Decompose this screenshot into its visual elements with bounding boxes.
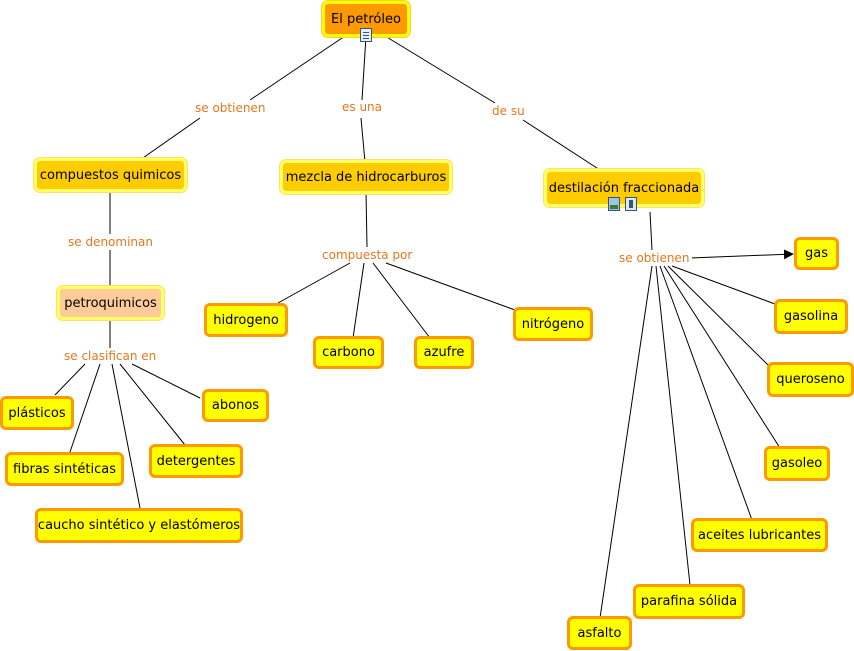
concept-label: hidrogeno: [213, 312, 279, 328]
image-icon[interactable]: [608, 197, 620, 211]
concept-detergentes[interactable]: detergentes: [149, 444, 243, 478]
concept-nitrogeno[interactable]: nitrógeno: [513, 307, 593, 341]
concept-gas[interactable]: gas: [794, 237, 839, 270]
concept-label: aceites lubricantes: [697, 527, 821, 543]
concept-label: compuestos quimicos: [39, 167, 182, 183]
film-icon[interactable]: [625, 197, 637, 211]
link-se-clasifican-en: se clasifican en: [61, 349, 160, 363]
concept-label: carbono: [322, 345, 375, 360]
concept-label: queroseno: [776, 372, 845, 387]
concept-plasticos[interactable]: plásticos: [0, 396, 74, 430]
concept-label: detergentes: [156, 453, 236, 469]
link-se-denominan: se denominan: [65, 235, 156, 249]
link-de-su: de su: [489, 104, 528, 118]
concept-destilacion-fraccionada[interactable]: destilación fraccionada: [544, 169, 704, 207]
concept-mezcla-de-hidrocarburos[interactable]: mezcla de hidrocarburos: [280, 160, 452, 194]
concept-label: abonos: [211, 398, 260, 413]
concept-label: gasoleo: [771, 456, 823, 471]
concept-asfalto[interactable]: asfalto: [567, 616, 632, 650]
concept-aceites-lubricantes[interactable]: aceites lubricantes: [691, 518, 828, 552]
concept-parafina-solida[interactable]: parafina sólida: [633, 584, 745, 619]
concept-label: El petróleo: [331, 11, 401, 27]
concept-caucho-sintetico[interactable]: caucho sintético y elastómeros: [35, 508, 243, 543]
link-se-obtienen-destilacion: se obtienen: [616, 251, 693, 265]
concept-label: fibras sintéticas: [13, 461, 116, 477]
concept-petroquimicos[interactable]: petroquimicos: [57, 286, 164, 320]
link-es-una: es una: [339, 100, 386, 114]
concept-compuestos-quimicos[interactable]: compuestos quimicos: [34, 158, 187, 192]
concept-label: petroquimicos: [64, 295, 157, 311]
concept-label: gas: [805, 246, 828, 261]
concept-label: parafina sólida: [640, 594, 738, 609]
concept-gasoleo[interactable]: gasoleo: [764, 446, 830, 481]
concept-azufre[interactable]: azufre: [414, 336, 474, 369]
concept-label: nitrógeno: [521, 316, 585, 332]
concept-label: destilación fraccionada: [548, 180, 700, 196]
concept-queroseno[interactable]: queroseno: [767, 362, 854, 397]
concept-label: gasolina: [783, 309, 839, 324]
concept-hidrogeno[interactable]: hidrogeno: [204, 303, 288, 337]
concept-carbono[interactable]: carbono: [313, 336, 384, 369]
concept-label: mezcla de hidrocarburos: [285, 169, 447, 185]
concept-label: azufre: [423, 345, 465, 360]
concept-fibras-sinteticas[interactable]: fibras sintéticas: [5, 452, 124, 486]
concept-label: caucho sintético y elastómeros: [37, 518, 241, 533]
concept-gasolina[interactable]: gasolina: [774, 299, 848, 334]
concept-label: asfalto: [577, 625, 622, 641]
link-compuesta-por: compuesta por: [319, 248, 416, 262]
document-icon[interactable]: [360, 28, 372, 42]
concept-label: plásticos: [8, 405, 66, 421]
concept-abonos[interactable]: abonos: [202, 389, 269, 422]
link-se-obtienen: se obtienen: [192, 101, 269, 115]
